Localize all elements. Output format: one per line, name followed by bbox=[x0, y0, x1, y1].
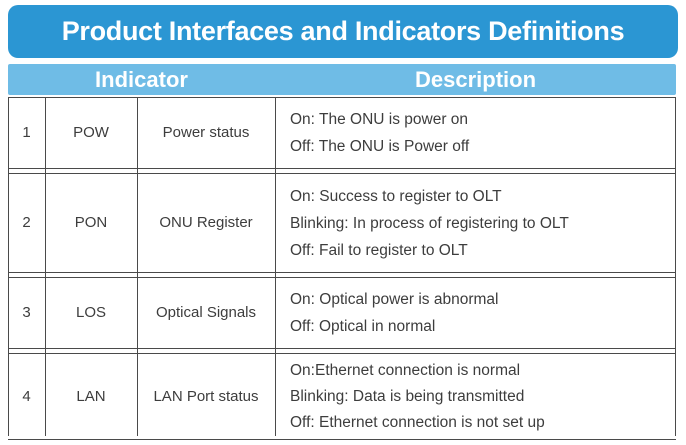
indicator-abbr: LOS bbox=[75, 304, 106, 321]
column-header-description: Description bbox=[414, 66, 537, 92]
description-line: Off: The ONU is Power off bbox=[290, 138, 470, 155]
indicator-abbr: PON bbox=[74, 214, 108, 231]
indicator-abbr: LAN bbox=[76, 387, 106, 405]
row-number: 3 bbox=[22, 304, 31, 321]
description-line: Off: Optical in normal bbox=[290, 318, 436, 335]
page-title: Product Interfaces and Indicators Defini… bbox=[61, 16, 625, 46]
table-row-pow: 1 POW Power status On: The ONU is power … bbox=[8, 97, 676, 169]
indicator-description: On: Success to register to OLT Blinking:… bbox=[275, 174, 676, 272]
title-banner: Product Interfaces and Indicators Defini… bbox=[8, 5, 678, 58]
indicator-name: ONU Register bbox=[159, 214, 253, 231]
column-header-indicator: Indicator bbox=[95, 66, 188, 92]
indicator-description: On: The ONU is power on Off: The ONU is … bbox=[275, 98, 676, 168]
indicator-name: Power status bbox=[162, 124, 250, 141]
indicator-abbr: POW bbox=[73, 124, 109, 141]
indicator-description: On:Ethernet connection is normal Blinkin… bbox=[275, 354, 676, 439]
table-body: 1 POW Power status On: The ONU is power … bbox=[8, 97, 676, 440]
description-line: Off: Ethernet connection is not set up bbox=[290, 413, 545, 431]
indicator-name: LAN Port status bbox=[153, 387, 259, 405]
description-line: Blinking: Data is being transmitted bbox=[290, 387, 525, 405]
row-number: 1 bbox=[22, 124, 31, 141]
indicator-name: Optical Signals bbox=[155, 304, 257, 321]
description-line: Blinking: In process of registering to O… bbox=[290, 214, 569, 232]
description-line: On: The ONU is power on bbox=[290, 111, 469, 128]
description-line: Off: Fail to register to OLT bbox=[290, 241, 468, 259]
row-number: 2 bbox=[22, 214, 31, 231]
description-line: On: Optical power is abnormal bbox=[290, 291, 499, 308]
description-line: On:Ethernet connection is normal bbox=[290, 361, 521, 379]
indicator-description: On: Optical power is abnormal Off: Optic… bbox=[275, 278, 676, 348]
row-number: 4 bbox=[22, 387, 31, 405]
table-row-pon: 2 PON ONU Register On: Success to regist… bbox=[8, 173, 676, 273]
table-row-lan: 4 LAN LAN Port status On:Ethernet connec… bbox=[8, 353, 676, 440]
table-header-row: Indicator Description bbox=[8, 64, 676, 95]
description-line: On: Success to register to OLT bbox=[290, 187, 502, 205]
table-row-los: 3 LOS Optical Signals On: Optical power … bbox=[8, 277, 676, 349]
